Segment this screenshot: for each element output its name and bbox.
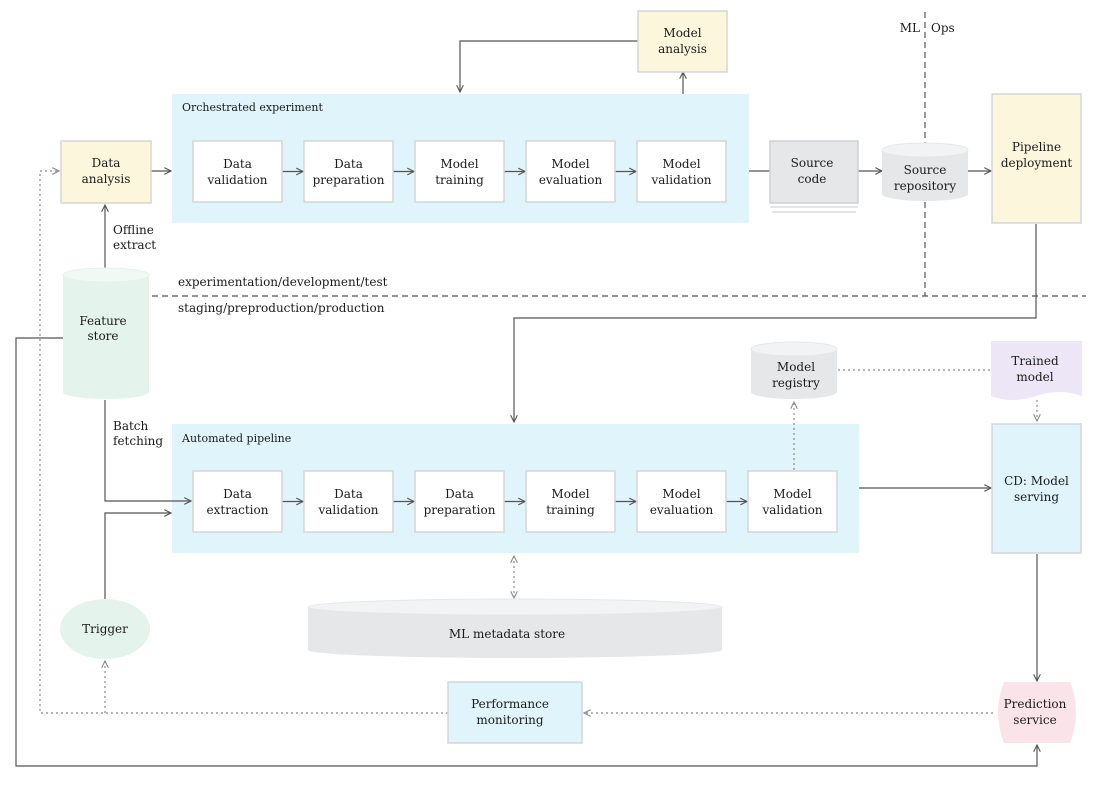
model-analysis-box[interactable]: Model analysis xyxy=(637,10,728,73)
model-registry-line2: registry xyxy=(772,376,820,390)
pipeline-step-3-line2: preparation xyxy=(424,503,496,517)
trigger-label: Trigger xyxy=(82,622,128,636)
data-analysis-line2: analysis xyxy=(82,172,131,186)
experiment-step-3[interactable]: Model training xyxy=(414,140,505,203)
pipeline-step-1-line1: Data xyxy=(223,487,252,501)
prediction-service-line1: Prediction xyxy=(1004,697,1067,711)
offline-extract-label-2: extract xyxy=(113,238,156,252)
trigger-node[interactable]: Trigger xyxy=(60,599,150,659)
ops-label: Ops xyxy=(931,21,955,35)
trained-model-document[interactable]: Trained model xyxy=(991,341,1082,400)
pipeline-step-4[interactable]: Model training xyxy=(525,470,616,533)
pipeline-step-5-line2: evaluation xyxy=(650,503,714,517)
offline-extract-label-1: Offline xyxy=(113,223,154,237)
source-code-box[interactable]: Source code xyxy=(769,140,859,213)
experiment-steps: Data validation Data preparation Model traini… xyxy=(192,140,727,203)
experiment-step-4-line1: Model xyxy=(551,157,589,171)
pipeline-step-5[interactable]: Model evaluation xyxy=(636,470,727,533)
automated-pipeline-title: Automated pipeline xyxy=(181,432,291,445)
cd-model-serving-line1: CD: Model xyxy=(1004,474,1069,488)
source-code-line1: Source xyxy=(791,156,834,170)
zone-top-label: experimentation/development/test xyxy=(178,275,388,289)
pipeline-steps: Data extraction Data validation Data preparat… xyxy=(192,470,838,533)
zone-bottom-label: staging/preproduction/production xyxy=(178,301,385,315)
experiment-step-2-line2: preparation xyxy=(313,173,385,187)
pipeline-step-6-line1: Model xyxy=(773,487,811,501)
model-registry-cylinder[interactable]: Model registry xyxy=(750,341,838,399)
pipeline-step-2[interactable]: Data validation xyxy=(303,470,394,533)
pipeline-deployment-line1: Pipeline xyxy=(1012,140,1061,154)
pipeline-step-5-line1: Model xyxy=(662,487,700,501)
performance-monitoring-box[interactable]: Performance monitoring xyxy=(447,681,583,744)
experiment-step-3-line1: Model xyxy=(440,157,478,171)
pipeline-step-2-line1: Data xyxy=(334,487,363,501)
pipeline-step-3-line1: Data xyxy=(445,487,474,501)
experiment-step-3-line2: training xyxy=(435,173,484,187)
dotted-connectors xyxy=(39,171,1037,713)
performance-monitoring-line1: Performance xyxy=(471,697,549,711)
pipeline-step-4-line2: training xyxy=(546,503,595,517)
batch-fetching-label-1: Batch xyxy=(113,419,149,433)
pipeline-step-6-line2: validation xyxy=(761,503,822,517)
source-repository-cylinder[interactable]: Source repository xyxy=(881,142,969,201)
trained-model-line1: Trained xyxy=(1011,354,1059,368)
automated-pipeline-container: Automated pipeline xyxy=(172,424,859,553)
cd-model-serving-box[interactable]: CD: Model serving xyxy=(991,423,1082,554)
feature-store-line1: Feature xyxy=(79,314,126,328)
experiment-step-2[interactable]: Data preparation xyxy=(303,140,394,203)
experiment-step-1[interactable]: Data validation xyxy=(192,140,283,203)
pipeline-step-1-line2: extraction xyxy=(207,503,269,517)
pipeline-step-3[interactable]: Data preparation xyxy=(414,470,505,533)
pipeline-deployment-box[interactable]: Pipeline deployment xyxy=(991,93,1082,224)
experiment-step-2-line1: Data xyxy=(334,157,363,171)
pipeline-step-4-line1: Model xyxy=(551,487,589,501)
prediction-service-node[interactable]: Prediction service xyxy=(998,682,1076,743)
experiment-step-5-line2: validation xyxy=(650,173,711,187)
source-repository-line1: Source xyxy=(904,163,947,177)
experiment-step-5-line1: Model xyxy=(662,157,700,171)
model-analysis-line1: Model xyxy=(663,26,701,40)
trained-model-line2: model xyxy=(1016,370,1053,384)
pipeline-deployment-line2: deployment xyxy=(1001,156,1073,170)
ml-metadata-store-label: ML metadata store xyxy=(449,627,565,641)
pipeline-step-6[interactable]: Model validation xyxy=(747,470,838,533)
feature-store-cylinder[interactable]: Feature store xyxy=(62,267,150,399)
ml-metadata-store-cylinder[interactable]: ML metadata store xyxy=(307,598,723,658)
model-registry-line1: Model xyxy=(777,360,815,374)
step-arrows xyxy=(282,172,747,502)
ml-label: ML xyxy=(900,21,920,35)
batch-fetching-label-2: fetching xyxy=(113,434,163,448)
source-repository-line2: repository xyxy=(894,179,957,193)
experiment-step-4[interactable]: Model evaluation xyxy=(525,140,616,203)
experiment-step-1-line2: validation xyxy=(206,173,267,187)
experiment-step-1-line1: Data xyxy=(223,157,252,171)
feature-store-line2: store xyxy=(87,329,118,343)
pipeline-step-1[interactable]: Data extraction xyxy=(192,470,283,533)
cd-model-serving-line2: serving xyxy=(1014,490,1059,504)
data-analysis-line1: Data xyxy=(92,156,121,170)
experiment-step-5[interactable]: Model validation xyxy=(636,140,727,203)
model-analysis-line2: analysis xyxy=(658,42,707,56)
source-code-line2: code xyxy=(798,172,827,186)
performance-monitoring-line2: monitoring xyxy=(476,713,544,727)
pipeline-step-2-line2: validation xyxy=(317,503,378,517)
connectors xyxy=(15,40,1037,767)
prediction-service-line2: service xyxy=(1013,713,1056,727)
data-analysis-box[interactable]: Data analysis xyxy=(60,140,152,204)
experiment-step-4-line2: evaluation xyxy=(539,173,603,187)
orchestrated-experiment-title: Orchestrated experiment xyxy=(182,101,323,114)
